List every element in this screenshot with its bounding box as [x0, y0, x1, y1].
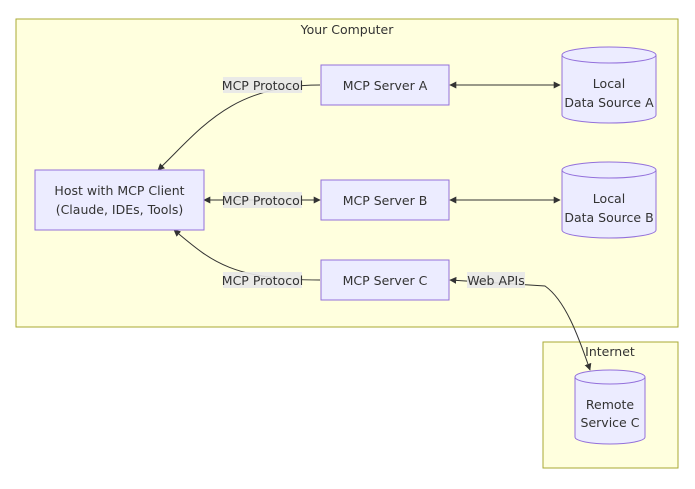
host-node-line1: Host with MCP Client — [54, 183, 184, 198]
host-node-line2: (Claude, IDEs, Tools) — [56, 202, 184, 217]
host-node: Host with MCP Client (Claude, IDEs, Tool… — [34, 169, 205, 231]
edge-label-protocol-c-text: MCP Protocol — [222, 273, 303, 288]
edge-label-web-apis-text: Web APIs — [467, 273, 525, 288]
server-b-label: MCP Server B — [343, 193, 428, 208]
remote-c-database: Remote Service C — [574, 369, 646, 445]
source-b-line1: Local — [593, 191, 625, 206]
source-b-line2: Data Source B — [564, 210, 653, 225]
source-a-line1: Local — [593, 76, 625, 91]
server-b-node: MCP Server B — [320, 179, 450, 221]
edge-label-protocol-a: MCP Protocol — [222, 77, 303, 93]
edge-label-protocol-a-text: MCP Protocol — [222, 78, 303, 93]
remote-c-line2: Service C — [581, 415, 640, 430]
edge-label-protocol-b-text: MCP Protocol — [222, 193, 303, 208]
internet-title: Internet — [585, 344, 635, 359]
source-a-database: Local Data Source A — [561, 46, 657, 124]
source-a-line2: Data Source A — [564, 95, 654, 110]
your-computer-title: Your Computer — [300, 22, 395, 37]
server-c-node: MCP Server C — [320, 259, 450, 301]
edge-server-c-remote-c — [449, 276, 592, 371]
server-a-label: MCP Server A — [343, 78, 428, 93]
source-b-database: Local Data Source B — [561, 161, 657, 239]
server-c-label: MCP Server C — [343, 273, 428, 288]
edge-label-web-apis: Web APIs — [467, 272, 525, 288]
server-a-node: MCP Server A — [320, 64, 450, 106]
edge-label-protocol-b: MCP Protocol — [222, 192, 303, 208]
remote-c-line1: Remote — [586, 397, 635, 412]
edge-label-protocol-c: MCP Protocol — [222, 272, 303, 288]
